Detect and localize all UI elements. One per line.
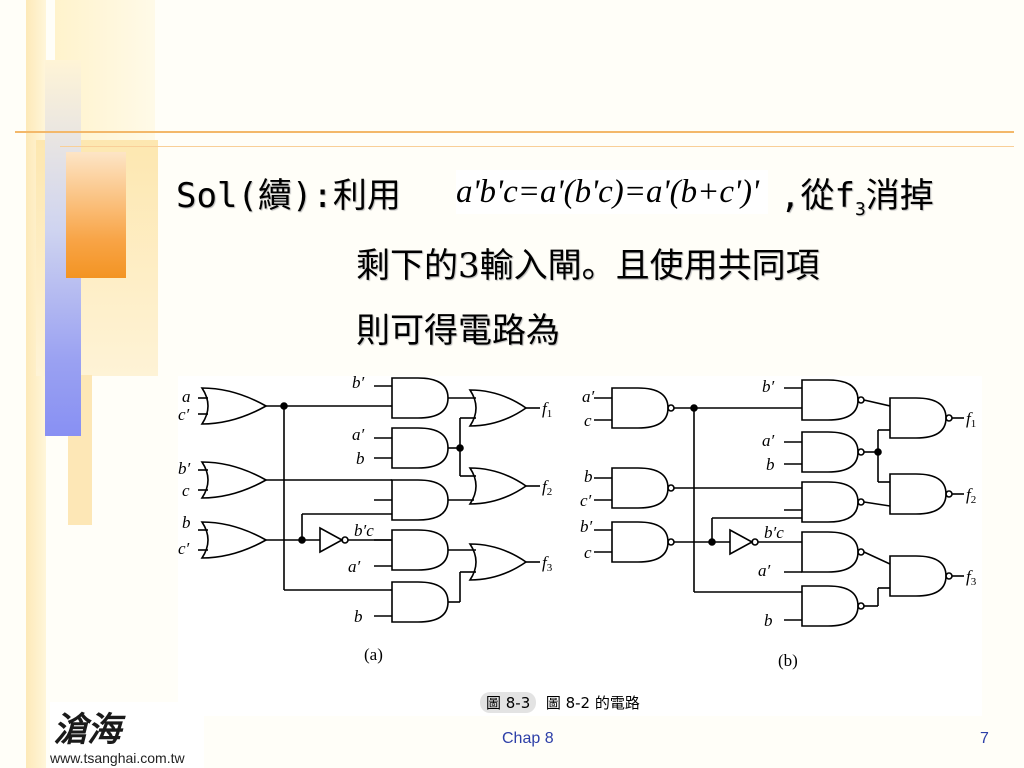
label-c: c bbox=[584, 411, 592, 430]
label-a-prime: a′ bbox=[348, 557, 361, 576]
label-b-prime-c: b′c bbox=[354, 521, 374, 540]
output-f2-label: f2 bbox=[966, 485, 976, 506]
footer-chapter: Chap 8 bbox=[502, 730, 554, 747]
label-c-prime: c′ bbox=[178, 539, 190, 558]
footer-page-number: 7 bbox=[980, 730, 989, 747]
publisher-logo: 滄海 www.tsanghai.com.tw bbox=[50, 702, 204, 768]
label-b-prime: b′ bbox=[762, 377, 775, 396]
output-f1-label: f1 bbox=[966, 409, 976, 430]
subscript-3: 3 bbox=[854, 198, 866, 220]
text-from: ,從f bbox=[780, 176, 855, 216]
panel-a-label: (a) bbox=[364, 645, 383, 664]
or-gate-3a bbox=[200, 521, 268, 559]
label-b: b bbox=[354, 607, 363, 626]
label-a-prime: a′ bbox=[352, 425, 365, 444]
or-gate-2a bbox=[200, 461, 268, 499]
label-b: b bbox=[356, 449, 365, 468]
title-rule-secondary bbox=[60, 146, 1014, 147]
panel-b-label: (b) bbox=[778, 651, 798, 670]
output-subscript: 2 bbox=[547, 486, 553, 498]
text-eliminate: 消掉 bbox=[865, 176, 934, 216]
output-subscript: 1 bbox=[547, 408, 553, 420]
label-a-prime: a′ bbox=[582, 387, 595, 406]
logo-mark: 滄海 bbox=[53, 710, 121, 750]
label-b: b bbox=[766, 455, 775, 474]
output-subscript: 2 bbox=[971, 494, 977, 506]
output-f2-label: f2 bbox=[542, 477, 552, 498]
output-f-letter: f bbox=[966, 567, 973, 586]
circuit-figure: a c′ b′ c b c′ b′ a′ b b′c a′ b f1 f2 f3… bbox=[178, 373, 982, 716]
body-line-3: 則可得電路為 bbox=[356, 311, 560, 351]
label-b: b bbox=[584, 467, 593, 486]
circuit-diagram: a c′ b′ c b c′ b′ a′ b b′c a′ b f1 f2 f3… bbox=[178, 373, 977, 670]
output-f-letter: f bbox=[542, 553, 549, 572]
label-a-prime: a′ bbox=[758, 561, 771, 580]
logo-url: www.tsanghai.com.tw bbox=[50, 750, 185, 766]
boolean-formula: a'b'c=a'(b'c)=a'(b+c')' bbox=[456, 170, 768, 214]
figure-number: 圖 8-3 bbox=[480, 692, 537, 713]
solution-prefix: Sol(續):利用 bbox=[176, 176, 401, 216]
output-f1-label: f1 bbox=[542, 399, 552, 420]
figure-caption-text: 圖 8-2 的電路 bbox=[545, 694, 640, 712]
output-f-letter: f bbox=[542, 477, 549, 496]
figure-caption: 圖 8-3 圖 8-2 的電路 bbox=[480, 692, 640, 713]
text-from-f3: ,從f3消掉 bbox=[780, 168, 934, 220]
label-c: c bbox=[584, 543, 592, 562]
output-subscript: 3 bbox=[971, 576, 977, 588]
output-f-letter: f bbox=[966, 409, 973, 428]
label-b: b bbox=[182, 513, 191, 532]
label-c-prime: c′ bbox=[580, 491, 592, 510]
output-subscript: 3 bbox=[547, 562, 553, 574]
output-f-letter: f bbox=[966, 485, 973, 504]
output-f3-label: f3 bbox=[542, 553, 553, 574]
label-b-prime: b′ bbox=[178, 459, 191, 478]
label-b-prime: b′ bbox=[580, 517, 593, 536]
decor-bar bbox=[26, 0, 46, 768]
label-b-prime: b′ bbox=[352, 376, 365, 392]
output-subscript: 1 bbox=[971, 418, 977, 430]
or-gate-1a bbox=[200, 387, 268, 425]
output-f3-label: f3 bbox=[966, 567, 977, 588]
label-a-prime: a′ bbox=[762, 431, 775, 450]
label-b: b bbox=[764, 611, 773, 630]
decor-orange-block bbox=[66, 152, 126, 278]
output-f-letter: f bbox=[542, 399, 549, 418]
title-rule bbox=[15, 131, 1014, 133]
label-a: a bbox=[182, 387, 191, 406]
label-c: c bbox=[182, 481, 190, 500]
label-c-prime: c′ bbox=[178, 405, 190, 424]
label-b-prime-c: b′c bbox=[764, 523, 784, 542]
body-line-2: 剩下的3輸入閘。且使用共同項 bbox=[356, 246, 820, 286]
